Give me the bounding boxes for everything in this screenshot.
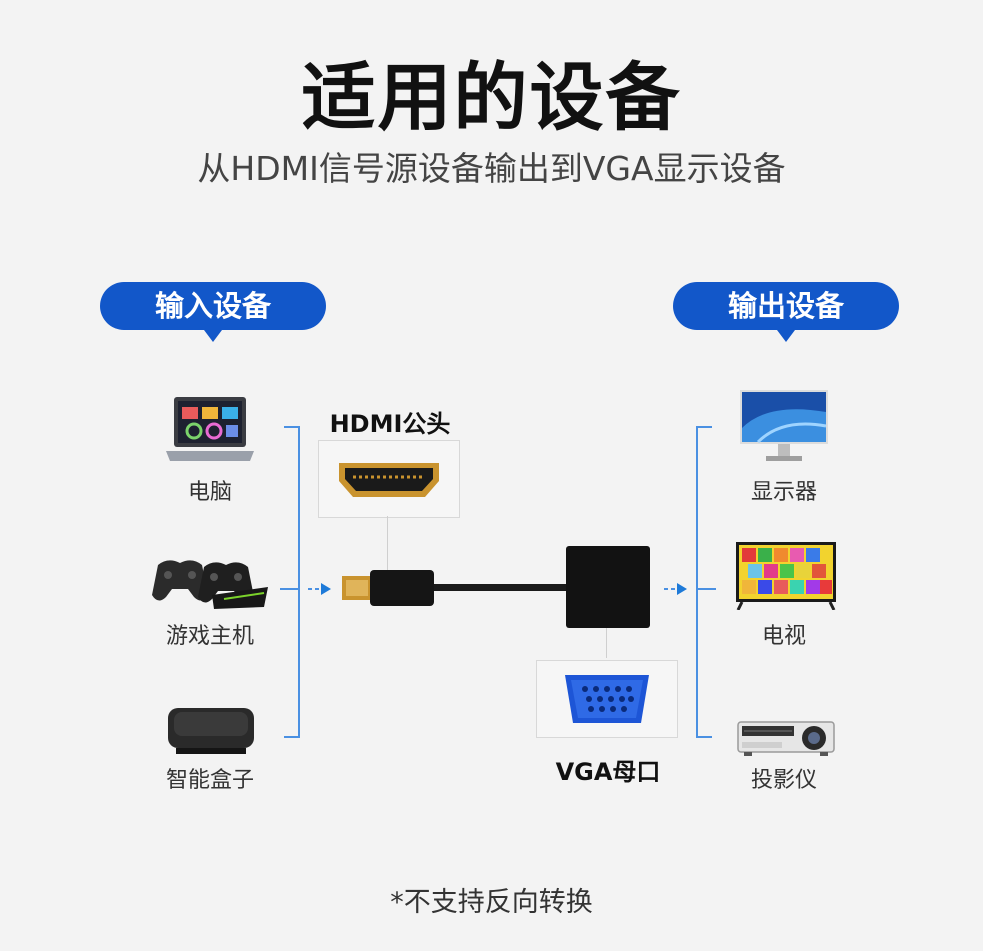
output-device-label-tv: 电视 — [761, 624, 806, 649]
vga-port-box — [536, 660, 678, 738]
vga-connector-label: VGA母口 — [555, 758, 661, 786]
tv-icon — [734, 540, 838, 614]
vga-callout-line — [606, 628, 607, 658]
input-devices-badge: 输入设备 — [100, 282, 326, 342]
hdmi-callout-line — [387, 516, 388, 572]
footnote: *不支持反向转换 — [390, 887, 593, 918]
hdmi-plug-box — [318, 440, 460, 518]
vga-port-icon — [565, 675, 649, 723]
input-bracket-bottom — [284, 736, 300, 738]
game-console-icon — [152, 555, 268, 615]
output-arrow-icon — [664, 580, 688, 602]
output-device-label-projector: 投影仪 — [750, 768, 817, 793]
output-bracket-mid — [696, 588, 716, 590]
input-bracket — [298, 426, 300, 738]
input-bracket-top — [284, 426, 300, 428]
input-device-label-game-console: 游戏主机 — [165, 624, 254, 649]
output-devices-badge: 输出设备 — [673, 282, 899, 342]
monitor-icon — [738, 388, 830, 468]
laptop-icon — [164, 395, 256, 469]
output-device-label-monitor: 显示器 — [750, 480, 817, 505]
input-arrow-icon — [308, 580, 332, 602]
input-device-label-computer: 电脑 — [187, 480, 232, 505]
input-device-label-smart-box: 智能盒子 — [165, 768, 254, 793]
page-subtitle: 从HDMI信号源设备输出到VGA显示设备 — [197, 149, 786, 188]
output-bracket-bottom — [696, 736, 712, 738]
output-bracket — [696, 426, 698, 738]
output-bracket-top — [696, 426, 712, 428]
hdmi-vga-adapter — [340, 540, 680, 644]
hdmi-port-icon — [339, 463, 439, 497]
smart-box-icon — [166, 706, 258, 762]
page-title: 适用的设备 — [301, 55, 682, 141]
hdmi-connector-label: HDMI公头 — [329, 410, 451, 438]
input-bracket-mid — [280, 588, 300, 590]
projector-icon — [734, 714, 838, 762]
